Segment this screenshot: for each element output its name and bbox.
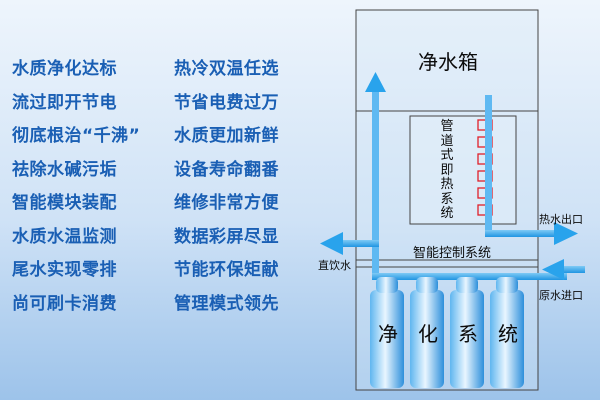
supply-up-arrow <box>365 72 386 92</box>
filter-cylinders <box>370 277 524 388</box>
drink-out-arrow <box>320 232 343 255</box>
drink-label: 直饮水 <box>318 259 351 272</box>
heater-char: 道 <box>440 133 454 149</box>
feature-list: 水质净化达标 热冷双温任选 流过即开节电 节省电费过万 彻底根治“千沸” 水质更… <box>12 50 312 318</box>
feature-item: 水质净化达标 <box>12 59 117 80</box>
feature-item: 数据彩屏尽显 <box>174 226 279 247</box>
purify-char: 化 <box>418 322 438 346</box>
feature-item: 水质水温监测 <box>12 226 117 247</box>
drink-pipe <box>340 240 379 247</box>
raw-in-label: 原水进口 <box>539 289 583 302</box>
heater-box <box>409 115 517 225</box>
heater-char: 管 <box>440 119 454 134</box>
heater-char: 式 <box>440 148 454 163</box>
heater-char: 即 <box>440 162 454 178</box>
feature-item: 尚可刷卡消费 <box>12 293 117 314</box>
feature-item: 管理模式领先 <box>174 293 279 314</box>
hot-pipe-horizontal <box>485 230 555 237</box>
feature-row: 尾水实现零排 节能环保矩献 <box>12 251 312 285</box>
hot-out-arrow <box>554 222 578 245</box>
feature-item: 节省电费过万 <box>174 92 279 113</box>
feature-item: 彻底根治“千沸” <box>12 126 141 147</box>
feature-row: 尚可刷卡消费 管理模式领先 <box>12 285 312 319</box>
heater-char: 系 <box>440 191 454 207</box>
feature-row: 彻底根治“千沸” 水质更加新鲜 <box>12 117 312 151</box>
feature-row: 智能模块装配 维修非常方便 <box>12 184 312 218</box>
feature-item: 智能模块装配 <box>12 193 117 214</box>
heater-label: 管 道 式 即 热 系 统 <box>438 119 456 222</box>
purify-char: 系 <box>458 322 478 346</box>
feature-item: 节能环保矩献 <box>174 260 279 281</box>
feature-item: 祛除水碱污垢 <box>12 159 117 180</box>
feature-row: 水质净化达标 热冷双温任选 <box>12 50 312 84</box>
raw-in-arrow <box>542 259 564 280</box>
supply-pipe-vertical <box>372 90 379 280</box>
feature-row: 祛除水碱污垢 设备寿命翻番 <box>12 151 312 185</box>
feature-item: 水质更加新鲜 <box>174 126 279 147</box>
feature-row: 流过即开节电 节省电费过万 <box>12 84 312 118</box>
feature-item: 流过即开节电 <box>12 92 117 113</box>
tank-label: 净水箱 <box>418 50 478 74</box>
hot-pipe-vertical <box>485 95 492 235</box>
feature-item: 设备寿命翻番 <box>174 159 279 180</box>
feature-row: 水质水温监测 数据彩屏尽显 <box>12 218 312 252</box>
heater-char: 统 <box>440 206 454 221</box>
raw-inlet-stub <box>550 266 585 273</box>
feature-item: 尾水实现零排 <box>12 260 117 281</box>
hot-out-label: 热水出口 <box>539 213 583 226</box>
purify-char: 净 <box>378 322 398 346</box>
feature-item: 热冷双温任选 <box>174 59 279 80</box>
feature-item: 维修非常方便 <box>174 193 279 214</box>
raw-pipe-horizontal <box>372 273 567 280</box>
purify-char: 统 <box>498 322 518 346</box>
heater-char: 热 <box>440 177 454 192</box>
control-label: 智能控制系统 <box>413 246 492 261</box>
